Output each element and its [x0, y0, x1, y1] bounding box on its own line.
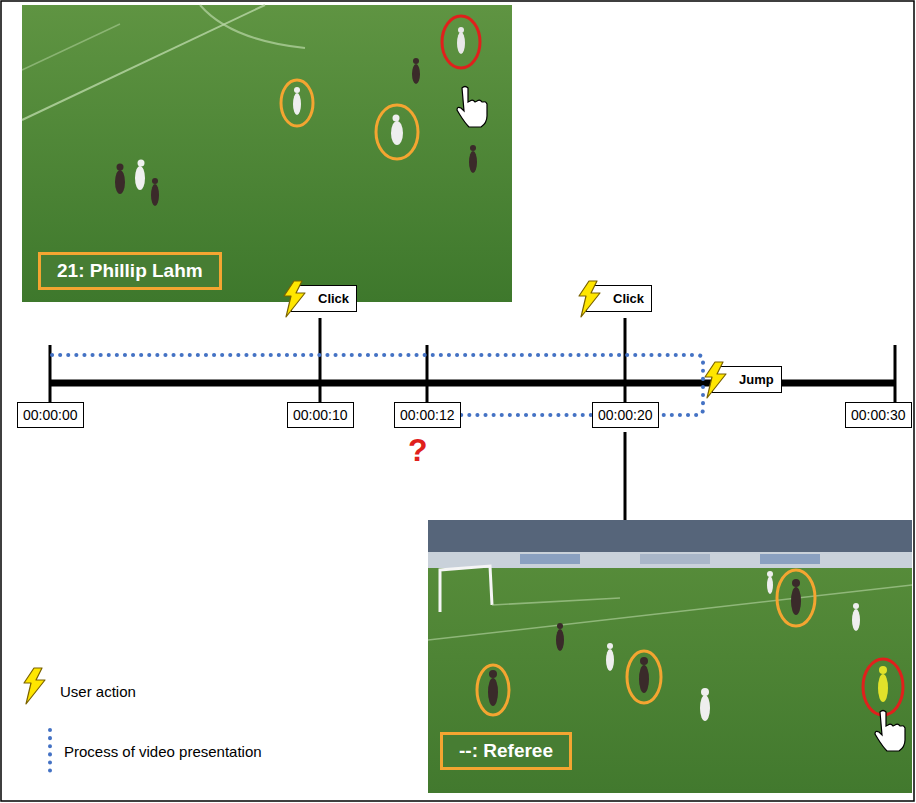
question-mark: ?: [408, 432, 428, 469]
timeline: [50, 318, 895, 520]
box-text: --: Referee: [459, 740, 553, 762]
timestamp-box: 00:00:20: [592, 402, 659, 428]
action-callout: Click: [291, 285, 357, 312]
legend-text: User action: [60, 683, 136, 700]
action-callout: Jump: [712, 366, 782, 393]
box-text: 00:00:12: [400, 407, 455, 423]
video-frame-bottom: [428, 520, 912, 793]
legend-text: Process of video presentation: [64, 743, 262, 760]
timestamp-box: 00:00:12: [394, 402, 461, 428]
box-text: 21: Phillip Lahm: [57, 260, 203, 282]
box-text: 00:00:30: [851, 407, 906, 423]
action-callout: Click: [586, 285, 652, 312]
box-text: Click: [318, 291, 349, 306]
box-text: Jump: [739, 372, 774, 387]
box-text: Click: [613, 291, 644, 306]
box-text: 00:00:00: [23, 407, 78, 423]
box-text: 00:00:20: [598, 407, 653, 423]
player-label: 21: Phillip Lahm: [38, 252, 222, 290]
timestamp-box: 00:00:10: [287, 402, 354, 428]
video-frame-top: [22, 5, 512, 302]
player-label: --: Referee: [440, 732, 572, 770]
timestamp-box: 00:00:00: [17, 402, 84, 428]
legend-line-sample: [48, 730, 52, 775]
timestamp-box: 00:00:30: [845, 402, 912, 428]
box-text: 00:00:10: [293, 407, 348, 423]
